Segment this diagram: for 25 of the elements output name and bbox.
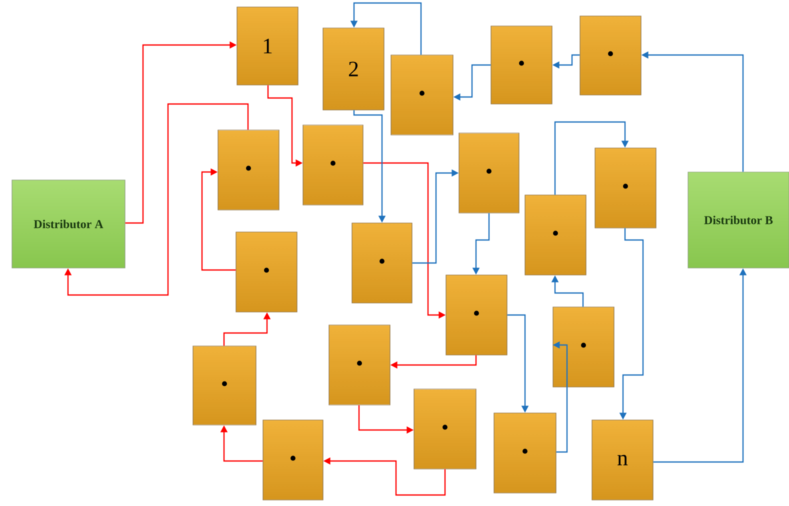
process-box: •	[236, 232, 298, 312]
distributor-box: Distributor B	[688, 172, 789, 268]
process-box: •	[218, 130, 280, 210]
process-box: •	[302, 124, 364, 206]
distributor-box: Distributor A	[12, 180, 126, 268]
process-box: •	[494, 412, 556, 494]
process-box: •	[594, 148, 656, 228]
process-box: •	[192, 346, 256, 426]
process-box: •	[390, 54, 454, 136]
process-box: n	[592, 420, 654, 500]
arrow	[64, 103, 249, 296]
process-box: 1	[236, 6, 298, 86]
process-box: •	[490, 26, 552, 104]
process-box: •	[524, 194, 586, 276]
process-box: 2	[322, 28, 384, 110]
process-box: •	[352, 222, 412, 304]
process-box: •	[580, 16, 642, 96]
process-box: •	[458, 132, 520, 214]
process-box: •	[446, 274, 508, 356]
process-box: •	[262, 420, 324, 500]
process-box: •	[414, 388, 476, 470]
process-box: •	[552, 306, 614, 388]
arrow	[554, 121, 629, 195]
arrow	[201, 168, 236, 271]
process-box: •	[328, 324, 390, 406]
